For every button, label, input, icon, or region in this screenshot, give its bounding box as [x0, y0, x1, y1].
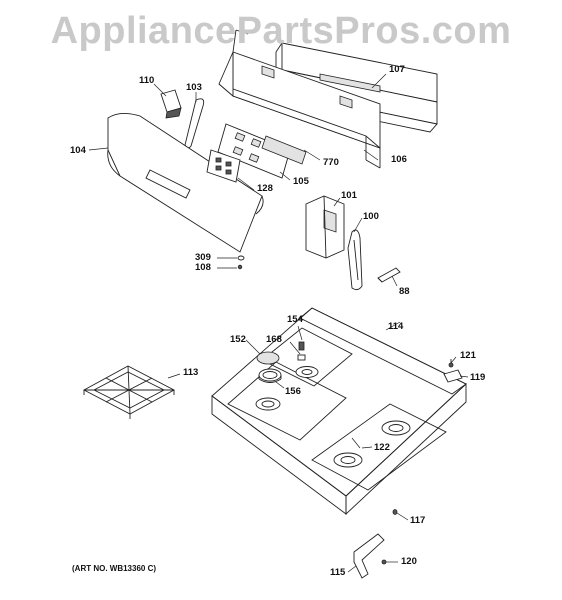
- control-panel-part: [107, 113, 264, 253]
- callout-108: 108: [195, 262, 211, 273]
- callout-154: 154: [287, 314, 303, 325]
- callout-113: 113: [183, 367, 199, 378]
- burner-head-part: [258, 368, 282, 383]
- art-number-label: (ART NO. WB13360 C): [72, 564, 157, 573]
- callout-120: 120: [401, 556, 417, 567]
- screw-120-part: [381, 559, 387, 565]
- knob-part: [377, 267, 401, 283]
- screw-parts: [237, 255, 245, 270]
- callout-88: 88: [399, 286, 410, 297]
- bracket-119-part: [443, 369, 463, 383]
- callout-152: 152: [230, 334, 246, 345]
- control-board-part: [217, 123, 307, 179]
- hinge-part: [347, 229, 363, 291]
- burner-cap-part: [256, 351, 280, 365]
- burner-grate-part: [83, 365, 175, 419]
- callout-156: 156: [285, 386, 301, 397]
- callout-107: 107: [389, 64, 405, 75]
- callout-103: 103: [186, 82, 202, 93]
- callout-110: 110: [139, 75, 155, 86]
- callout-121: 121: [460, 350, 476, 361]
- support-bracket-part: [353, 533, 385, 579]
- clip-part: [184, 98, 205, 149]
- callout-106: 106: [391, 154, 407, 165]
- callout-119: 119: [470, 372, 486, 383]
- electrode-part: [297, 341, 306, 361]
- callout-122: 122: [374, 442, 390, 453]
- callout-105: 105: [293, 176, 309, 187]
- callout-309: 309: [195, 252, 211, 263]
- screw-117-part: [392, 509, 398, 515]
- clock-board-part: [206, 149, 241, 183]
- leader-lines: [88, 73, 469, 573]
- callout-770: 770: [323, 157, 339, 168]
- switch-part: [160, 89, 182, 119]
- callout-101: 101: [341, 190, 357, 201]
- callout-115: 115: [330, 567, 346, 578]
- callout-114: 114: [388, 321, 404, 332]
- callout-100: 100: [363, 211, 379, 222]
- rear-panel-part: [218, 29, 381, 169]
- side-bracket-part: [305, 195, 345, 259]
- callout-117: 117: [410, 515, 426, 526]
- callout-128: 128: [257, 183, 273, 194]
- callout-168: 168: [266, 334, 282, 345]
- callout-104: 104: [70, 145, 86, 156]
- cooktop-part: [211, 307, 467, 516]
